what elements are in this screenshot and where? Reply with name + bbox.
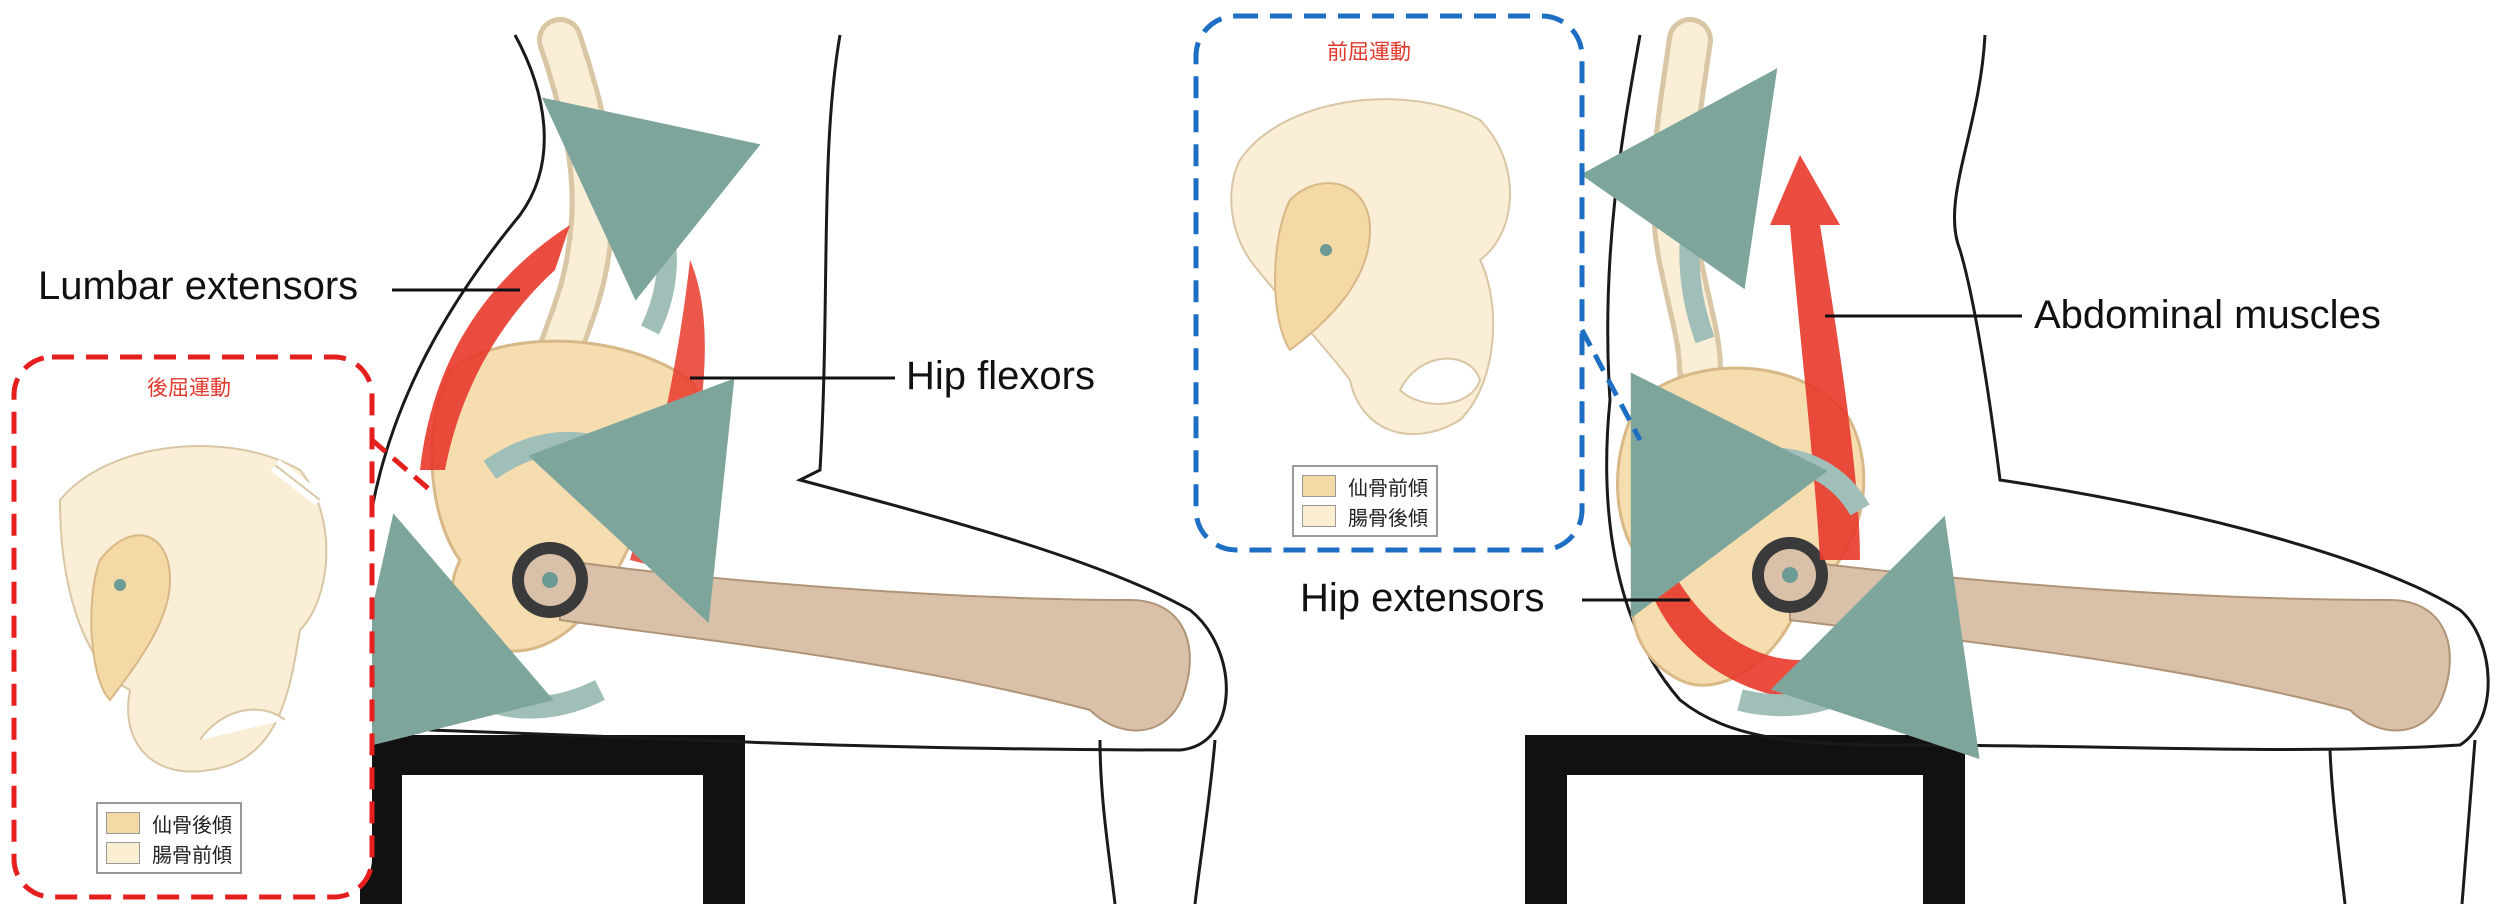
- legend-label: 腸骨前傾: [152, 839, 232, 868]
- legend-item: 腸骨前傾: [106, 838, 232, 868]
- inset-left-legend: 仙骨後傾 腸骨前傾: [96, 802, 242, 874]
- legend-swatch-sacrum: [106, 812, 140, 834]
- legend-label: 仙骨前傾: [1348, 472, 1428, 501]
- inset-left-title: 後屈運動: [147, 372, 231, 402]
- legend-swatch-ilium: [1302, 505, 1336, 527]
- lower-leg-left: [1100, 740, 1215, 904]
- inset-right-legend: 仙骨前傾 腸骨後傾: [1292, 465, 1438, 537]
- legend-swatch-ilium: [106, 842, 140, 864]
- label-lumbar-extensors: Lumbar extensors: [38, 266, 358, 306]
- spine-rotation-arrow-right: [1689, 150, 1720, 340]
- inset-right-title: 前屈運動: [1327, 36, 1411, 66]
- spine-rotation-arrow-left: [620, 160, 667, 330]
- left-panel: [360, 35, 1226, 904]
- lower-leg-right: [2330, 740, 2475, 904]
- chair-left: [360, 735, 745, 904]
- legend-swatch-sacrum: [1302, 475, 1336, 497]
- label-hip-flexors: Hip flexors: [906, 356, 1095, 396]
- spine-left: [560, 40, 593, 350]
- legend-item: 仙骨前傾: [1302, 471, 1428, 501]
- label-abdominal-muscles: Abdominal muscles: [2034, 295, 2381, 335]
- chair-right: [1525, 735, 1965, 904]
- legend-item: 腸骨後傾: [1302, 501, 1428, 531]
- legend-item: 仙骨後傾: [106, 808, 232, 838]
- right-panel: [1525, 35, 2488, 904]
- legend-label: 腸骨後傾: [1348, 502, 1428, 531]
- femur-left: [560, 560, 1190, 730]
- legend-label: 仙骨後傾: [152, 809, 232, 838]
- label-hip-extensors: Hip extensors: [1300, 578, 1545, 618]
